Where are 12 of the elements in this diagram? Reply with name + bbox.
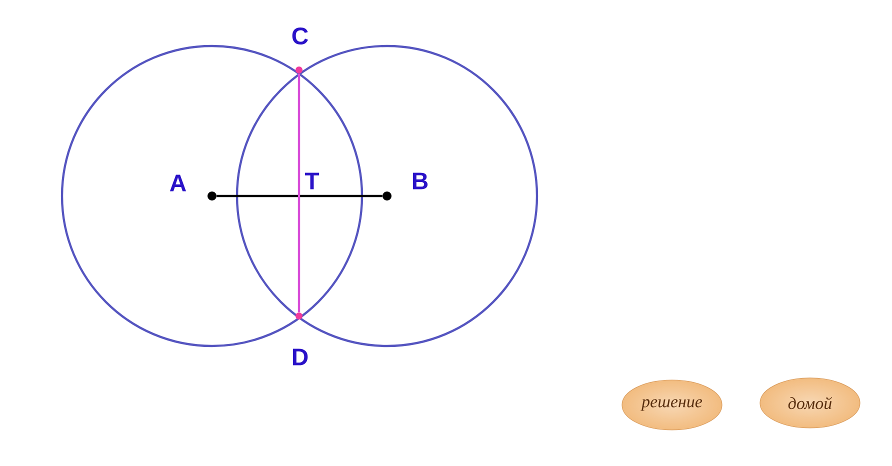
point-label: A [170, 174, 186, 192]
point-dot [208, 192, 216, 200]
point-label: D [292, 348, 308, 366]
point-label: B [412, 172, 428, 190]
point-dot [296, 312, 302, 320]
point-label: C [292, 28, 308, 44]
button: решение [622, 380, 722, 430]
line-segment [216, 194, 382, 198]
point-dot [296, 66, 302, 74]
button: домой [760, 378, 860, 428]
point-label: T [304, 172, 320, 190]
point-dot [382, 192, 392, 200]
